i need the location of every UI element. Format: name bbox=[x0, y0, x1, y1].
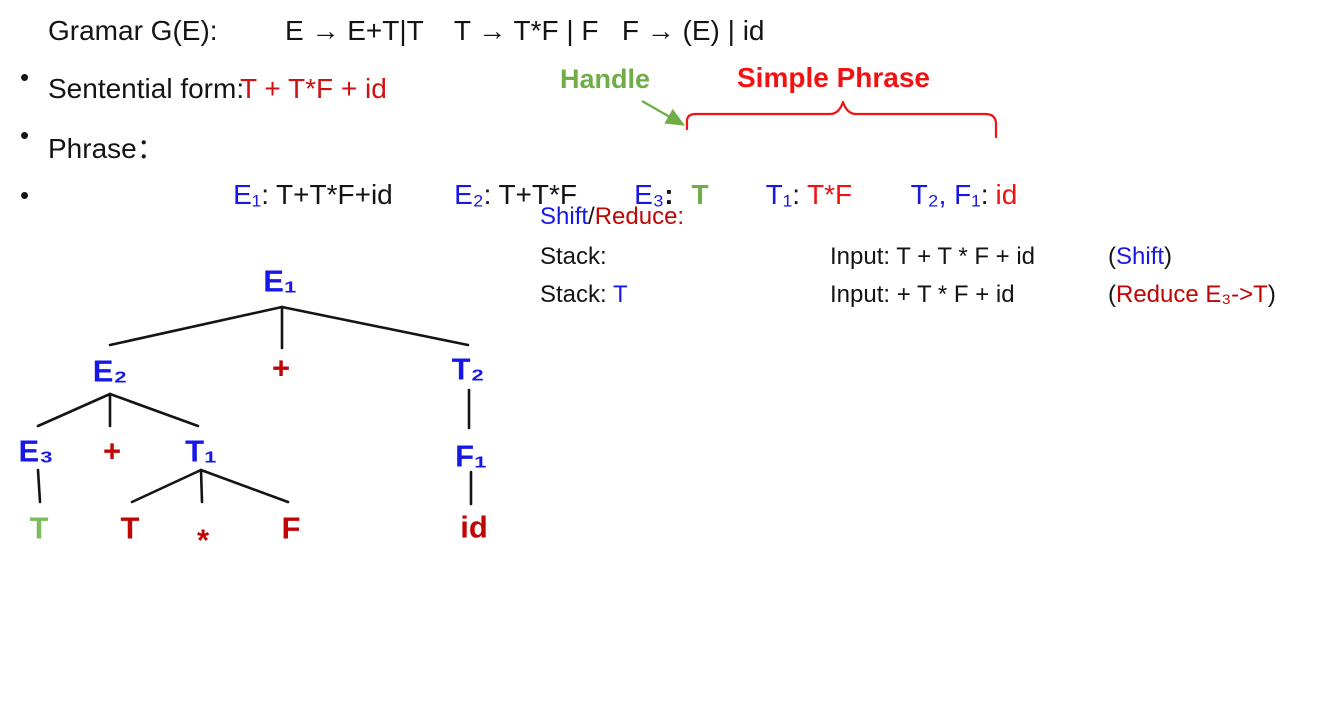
tree-node-F1: F₁ bbox=[455, 439, 487, 474]
tree-edge bbox=[36, 468, 42, 504]
phrase-value: T+T*F+id bbox=[276, 179, 393, 210]
tree-node-T1: T₁ bbox=[185, 434, 217, 469]
phrase-value: T*F bbox=[806, 179, 853, 210]
tree-node-T2: T₂ bbox=[452, 352, 485, 387]
action-cell: (Shift) bbox=[1108, 243, 1173, 270]
phrase-item-e3: E₃: T bbox=[603, 126, 709, 264]
tree-node-plus-mid: + bbox=[103, 434, 121, 469]
grammar-line: • Gramar G(E): E → E+T|T T → T*F | F F →… bbox=[0, 8, 1319, 92]
phrase-value: T+T*F bbox=[498, 179, 578, 210]
simple-phrase-label: Simple Phrase bbox=[737, 62, 930, 93]
handle-label: Handle bbox=[560, 64, 651, 94]
phrase-colon: : bbox=[980, 179, 989, 210]
input-cell: Input: T + T * F + id bbox=[830, 243, 1036, 270]
tree-edge bbox=[36, 392, 112, 428]
tree-node-E2: E₂ bbox=[93, 354, 127, 389]
action-shift: Shift bbox=[1116, 243, 1165, 270]
phrase-name: T₁ bbox=[765, 179, 793, 210]
shift-reduce-title: Shift/Reduce: bbox=[540, 200, 684, 234]
tree-edge bbox=[130, 468, 203, 504]
reduce-word: Reduce: bbox=[594, 203, 685, 230]
tree-node-T-leaf: T bbox=[121, 511, 140, 546]
stack-cell: Stack: T bbox=[540, 281, 628, 308]
grammar-rules: E → E+T|T T → T*F | F F → (E) | id bbox=[285, 15, 765, 46]
phrase-colon: : bbox=[664, 179, 674, 210]
phrase-item-t1: T₁:T*F bbox=[735, 126, 852, 264]
action-cell: (Reduce E₃->T) bbox=[1108, 281, 1276, 308]
tree-node-E3: E₃ bbox=[18, 434, 53, 469]
phrase-value: id bbox=[995, 179, 1018, 210]
tree-edge bbox=[280, 305, 470, 347]
tree-edge bbox=[199, 468, 204, 504]
tree-edge bbox=[199, 468, 290, 504]
tree-node-F-leaf: F bbox=[282, 511, 301, 546]
phrase-line: • Phrase： E₁:T+T*F+id E₂:T+T*F E₃:T T₁:T… bbox=[0, 126, 1319, 210]
slash: / bbox=[588, 203, 595, 230]
simple-phrase-brace bbox=[685, 100, 998, 139]
phrase-colon: : bbox=[792, 179, 800, 210]
phrase-colon: : bbox=[483, 179, 492, 210]
tree-node-T-handle: T bbox=[30, 511, 49, 546]
tree-node-plus-top: + bbox=[272, 351, 290, 386]
phrase-item-e2: E₂:T+T*F bbox=[423, 126, 577, 264]
stack-cell: Stack: bbox=[540, 243, 614, 270]
tree-edge bbox=[108, 305, 284, 347]
phrase-colon: : bbox=[261, 179, 270, 210]
bullet-dot: • bbox=[20, 180, 30, 210]
phrase-value-handle: T bbox=[691, 179, 709, 210]
tree-node-star: * bbox=[197, 523, 210, 558]
bullet-dot: • bbox=[20, 120, 30, 150]
tree-edge bbox=[108, 392, 200, 428]
tree-node-id-leaf: id bbox=[460, 510, 488, 545]
action-reduce: Reduce E₃->T bbox=[1116, 281, 1268, 308]
tree-node-E1: E₁ bbox=[263, 264, 297, 299]
phrase-item-t2-f1: T₂, F₁:id bbox=[880, 126, 1018, 264]
slide: { "colors": { "text_black": "#141414", "… bbox=[0, 8, 1319, 558]
shift-word: Shift bbox=[540, 203, 589, 230]
sentential-value: T + T*F + id bbox=[240, 73, 387, 104]
parse-tree: E₁ + E₂ T₂ E₃ + T₁ T T * F F₁ id bbox=[18, 264, 487, 558]
phrase-name: T₂, F₁ bbox=[910, 179, 981, 210]
bullet-dot: • bbox=[20, 62, 30, 92]
input-cell: Input: + T * F + id bbox=[830, 281, 1015, 308]
stack-symbol: T bbox=[612, 281, 628, 308]
phrase-name: E₃ bbox=[634, 179, 665, 210]
phrase-item-e1: E₁:T+T*F+id bbox=[202, 126, 393, 264]
handle-pointer-line bbox=[641, 99, 686, 126]
phrase-name: E₁ bbox=[233, 179, 262, 210]
sentential-line: • Sentential form: T + T*F + id bbox=[0, 66, 1319, 150]
grammar-label: Gramar G(E): bbox=[48, 15, 218, 46]
sentential-label: Sentential form: bbox=[48, 73, 245, 104]
phrase-name: E₂ bbox=[454, 179, 484, 210]
phrase-label: Phrase： bbox=[48, 133, 165, 164]
